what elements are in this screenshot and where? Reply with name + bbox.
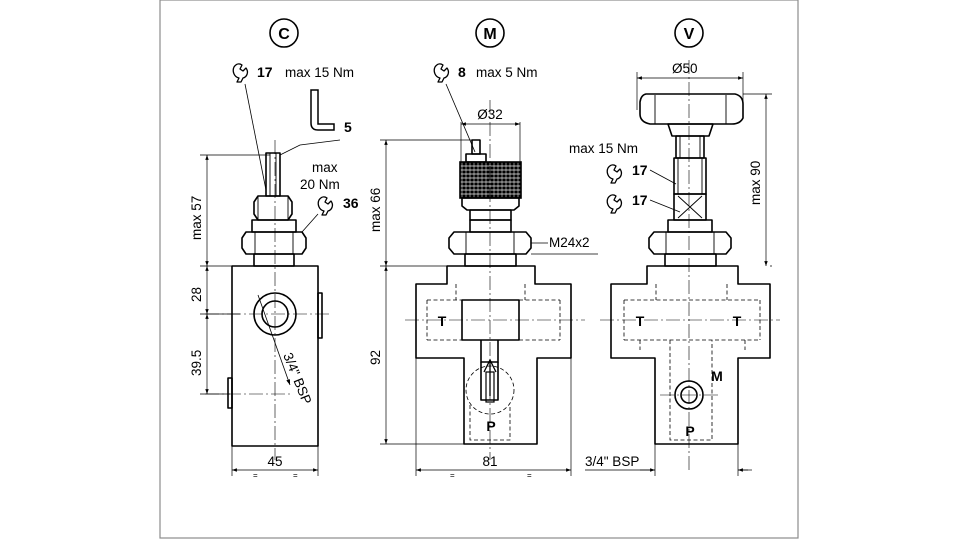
dim-m-width: 81 [482,454,497,469]
wrench-size-8: 8 [458,64,466,80]
dim-c-39-5: 39.5 [189,350,204,376]
port-label-m-v: M [711,368,723,384]
wrench-size-17: 17 [257,64,273,80]
wrench-icon [606,194,623,214]
wrench-icon [433,63,450,83]
equal-mark: = [450,471,455,480]
dim-c-28: 28 [189,287,204,302]
wrench-icon [606,164,623,184]
view-label-m-circle [475,18,505,48]
dim-c-height: max 57 [189,196,204,240]
torque-label-15: max 15 Nm [285,65,354,80]
wrench-icon [232,63,249,83]
equal-mark: = [527,471,532,480]
dim-m-height: max 66 [368,188,383,232]
thread-label-m: M24x2 [549,235,590,250]
dim-v-height: max 90 [748,161,763,205]
thread-label-c: 3/4" BSP [280,351,314,407]
dim-m-diameter: Ø32 [477,107,503,122]
port-label-t-left-v: T [636,313,645,329]
dim-v-diameter: Ø50 [672,61,698,76]
allen-key-size: 5 [344,119,352,135]
equal-mark: = [253,471,258,480]
port-label-t-right-v: T [733,313,742,329]
allen-key-icon [310,89,335,131]
wrench-size-17-lower: 17 [632,192,648,208]
wrench-size-17-upper: 17 [632,162,648,178]
view-m: M 8 max 5 Nm Ø32 M24x2 [368,18,598,480]
wrench-icon [317,196,334,216]
torque-label-5: max 5 Nm [476,65,538,80]
wrench-size-36: 36 [343,195,359,211]
port-label-p-v: P [685,423,694,439]
view-label-v-circle [674,18,704,48]
torque-label-20-line2: 20 Nm [300,177,340,192]
torque-label-v: max 15 Nm [569,141,638,156]
view-label-c: C [278,26,290,43]
view-v: V Ø50 max 15 Nm 17 17 [569,18,780,476]
view-label-v: V [684,26,695,43]
view-c: C 17 max 15 Nm 5 max 20 Nm 36 [189,18,359,480]
view-label-c-circle [269,18,299,48]
port-label-t-m: T [438,313,447,329]
view-label-m: M [483,26,496,43]
thread-label-v: 3/4" BSP [585,454,639,469]
port-label-p-m: P [486,418,495,434]
torque-label-20-line1: max [312,160,338,175]
drawing-frame [159,0,799,539]
equal-mark: = [293,471,298,480]
dim-m-92: 92 [368,350,383,365]
dim-c-width: 45 [267,454,282,469]
